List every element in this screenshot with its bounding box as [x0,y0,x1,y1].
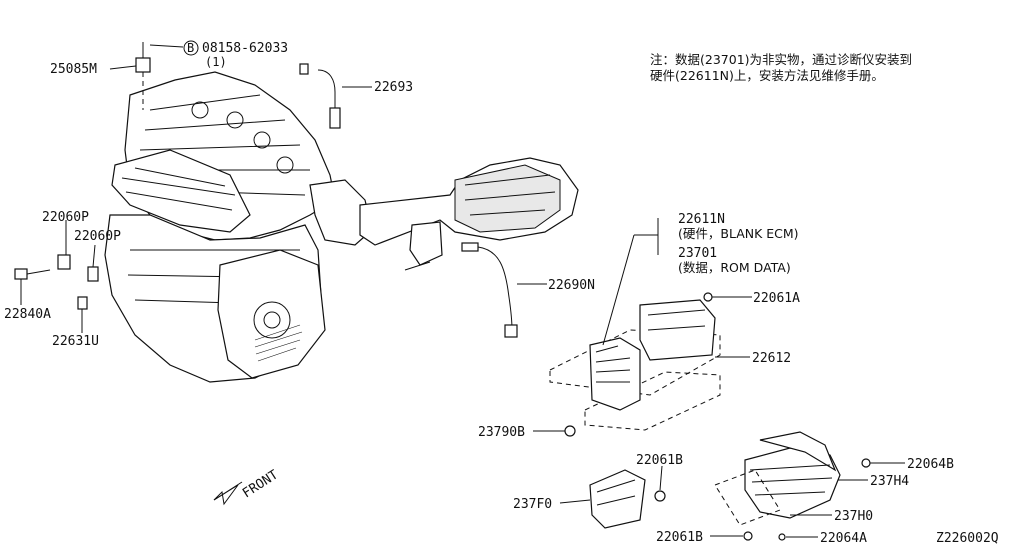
leader-lines [20,44,905,538]
label-22840A: 22840A [4,307,51,322]
catalytic-converter [359,157,579,271]
label-237F0: 237F0 [513,497,552,512]
air-fuel-ratio-sensor [299,63,341,129]
label-22690N: 22690N [548,278,595,293]
front-arrow-icon [213,481,243,506]
ecm-bracket-lower-left [589,469,666,529]
engine-assembly [104,71,373,383]
front-label: FRONT [240,467,281,501]
oil-pan-hatch [254,324,303,362]
label-22061A: 22061A [753,291,800,306]
diagram-code: Z226002Q [936,531,999,546]
label-23790B: 23790B [478,425,525,440]
label-25085M: 25085M [50,62,97,77]
label-22061B-lower: 22061B [656,530,703,545]
bolt-symbol-icon [183,40,199,56]
bolt-symbol-letter: B [187,41,194,55]
camshaft-sensor [135,42,151,110]
part-labels: 25085M 08158-62033 (1) 22693 22060P 2206… [4,41,954,546]
label-23701-desc: (数据，ROM DATA) [678,260,791,275]
ecm-cover-right [714,431,871,541]
label-22631U: 22631U [52,334,99,349]
label-22060P-right: 22060P [74,229,121,244]
ecm-assembly [549,292,721,437]
label-22612: 22612 [752,351,791,366]
heated-oxygen-sensor [461,242,518,338]
label-23701: 23701 [678,246,717,261]
label-22061B-upper: 22061B [636,453,683,468]
note-line-1: 注：数据(23701)为非实物，通过诊断仪安装到 [650,52,912,67]
label-22611N: 22611N [678,212,725,227]
label-22693: 22693 [374,80,413,95]
knock-sensor-parts [14,254,99,310]
label-237H0: 237H0 [834,509,873,524]
label-22064B: 22064B [907,457,954,472]
label-08158-62033: 08158-62033 [202,41,288,56]
note-line-2: 硬件(22611N)上，安装方法见维修手册。 [650,68,884,83]
label-237H4: 237H4 [870,474,909,489]
label-22060P-left: 22060P [42,210,89,225]
label-22064A: 22064A [820,531,867,546]
label-22611N-desc: (硬件，BLANK ECM) [678,226,799,241]
label-08158-qty: (1) [205,55,227,69]
